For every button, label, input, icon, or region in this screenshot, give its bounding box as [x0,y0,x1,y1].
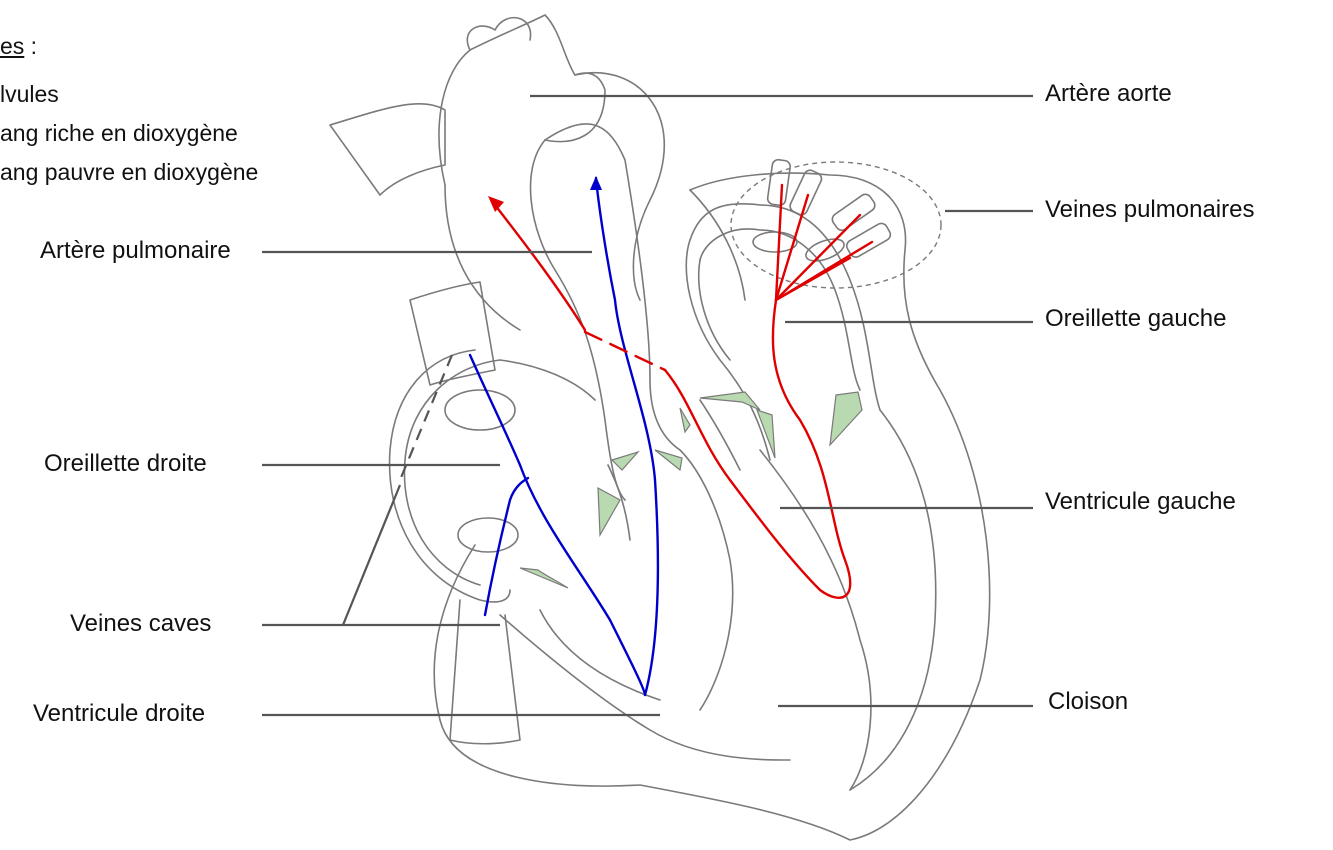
label-veines-pulmonaires: Veines pulmonaires [1045,196,1254,224]
valve-pulmonary-right [612,452,638,470]
label-oreillette-droite: Oreillette droite [44,450,207,478]
label-ventricule-droite: Ventricule droite [33,700,205,728]
label-oreillette-gauche: Oreillette gauche [1045,305,1226,333]
blue-path-upper [470,355,645,695]
label-cloison: Cloison [1048,688,1128,716]
valve-tricuspid [520,568,568,588]
label-ventricule-gauche: Ventricule gauche [1045,488,1236,516]
label-veines-caves: Veines caves [70,610,211,638]
leader-lines [262,96,1033,715]
red-path-left-heart [665,300,850,598]
oxygen-rich-flow [495,185,872,598]
label-artere-pulmonaire: Artère pulmonaire [40,237,231,265]
blue-path-pulmonary [596,178,658,695]
oxygen-poor-flow [470,178,658,695]
leader-veines-caves-diagonal [343,485,400,625]
valve-mitral-c [830,392,862,445]
red-path-aorta [495,205,585,330]
valve-pulmonary-left [598,488,620,535]
valve-small [680,408,690,432]
red-arrowhead [488,196,504,212]
valve-aortic [655,450,682,470]
dashed-vena-cava-hint [400,355,452,480]
label-artere-aorte: Artère aorte [1045,80,1172,108]
heart-outline [330,15,990,840]
blue-arrowhead [590,176,602,190]
red-path-dashed [585,332,665,370]
blue-path-lower [485,478,528,615]
